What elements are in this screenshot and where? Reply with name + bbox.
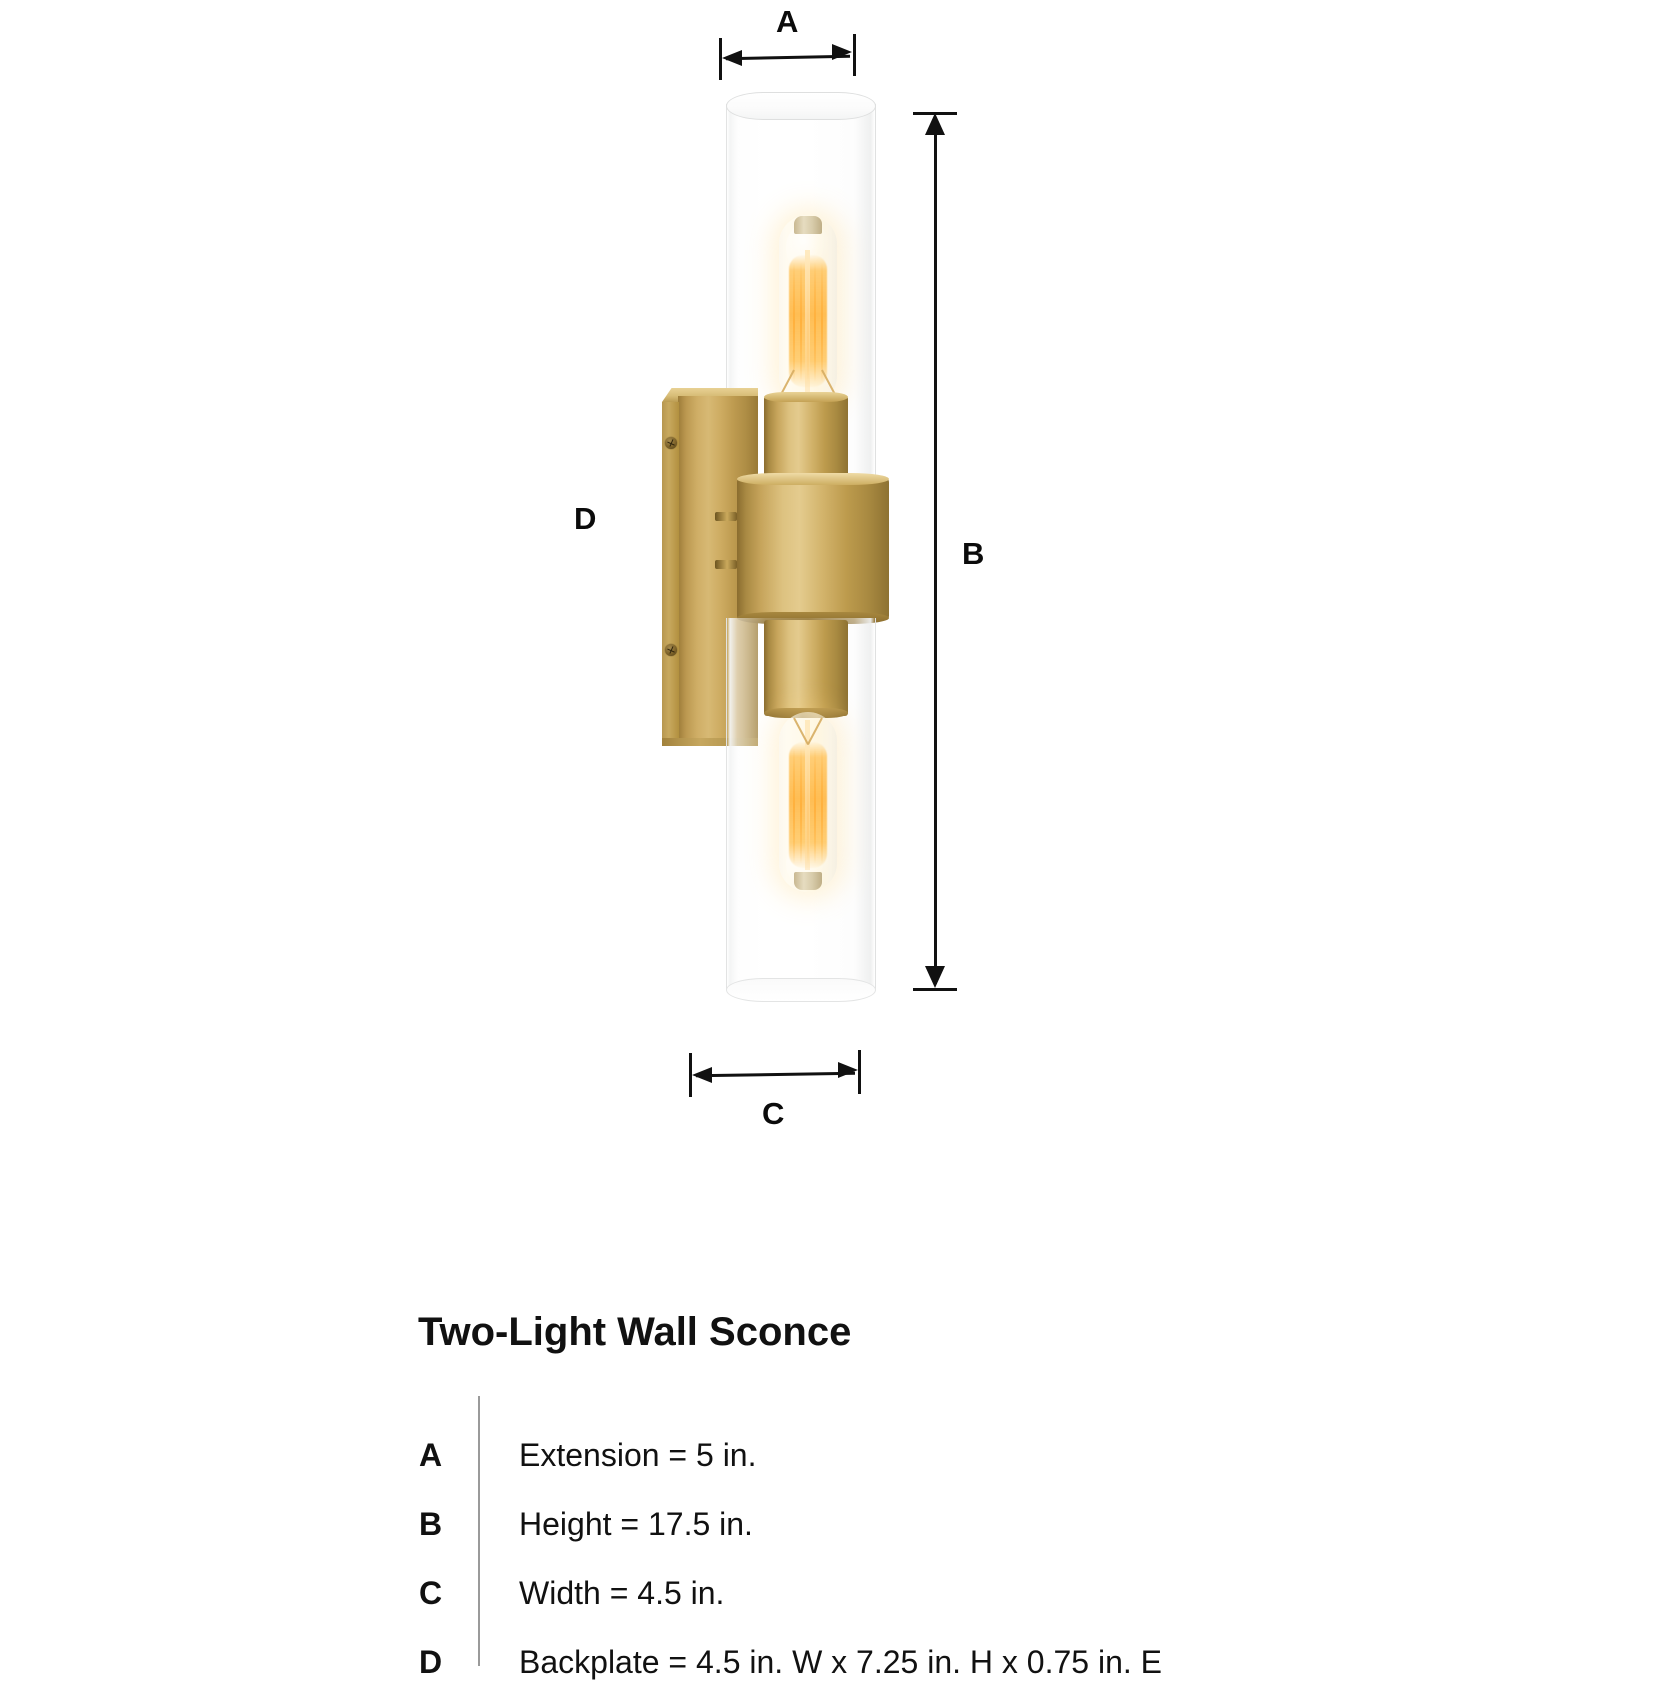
glass-bottom-rim bbox=[726, 978, 876, 1002]
dimension-b-label: B bbox=[962, 536, 985, 571]
dimension-c-arrowhead-left bbox=[692, 1067, 712, 1083]
dimension-c-arrowhead-right bbox=[838, 1062, 858, 1078]
dimension-a-arrowhead-right bbox=[832, 44, 852, 60]
spec-key-b: B bbox=[419, 1506, 443, 1542]
mounting-screw-bottom bbox=[665, 644, 677, 656]
glass-top-rim bbox=[726, 92, 876, 120]
dimension-c-tick-left bbox=[689, 1053, 692, 1097]
dimension-a-tick-right bbox=[853, 34, 856, 76]
backplate-stud-lower bbox=[715, 560, 737, 569]
brass-lower-socket bbox=[764, 620, 848, 716]
bulb-lower-tip bbox=[794, 872, 822, 890]
bulb-lower-stem bbox=[805, 720, 810, 870]
spec-value-a: Extension = 5 in. bbox=[519, 1437, 757, 1473]
spec-value-c: Width = 4.5 in. bbox=[519, 1575, 725, 1611]
center-band-top-edge bbox=[737, 473, 889, 485]
dimension-b-arrowhead-bottom bbox=[925, 966, 945, 988]
dimension-c-label: C bbox=[762, 1096, 785, 1131]
dimension-b-arrowhead-top bbox=[925, 113, 945, 135]
dimension-d-label: D bbox=[574, 501, 597, 536]
backplate-side-edge bbox=[662, 402, 679, 744]
dimension-a-tick-left bbox=[719, 38, 722, 80]
bulb-upper-tip bbox=[794, 216, 822, 234]
upper-socket-top-rim bbox=[764, 392, 848, 402]
dimension-a-label: A bbox=[776, 4, 799, 39]
backplate-bottom-lip bbox=[662, 738, 758, 746]
spec-value-b: Height = 17.5 in. bbox=[519, 1506, 753, 1542]
dimension-b-line bbox=[934, 118, 937, 984]
spec-table-divider bbox=[478, 1396, 480, 1666]
mounting-screw-top bbox=[665, 437, 677, 449]
dimension-a-arrowhead-left bbox=[722, 50, 742, 66]
brass-center-band bbox=[737, 478, 889, 620]
bulb-upper-stem bbox=[805, 250, 810, 398]
dimension-c-tick-right bbox=[858, 1050, 861, 1094]
spec-key-c: C bbox=[419, 1575, 443, 1611]
backplate-stud-upper bbox=[715, 512, 737, 521]
dimension-b-tick-bottom bbox=[913, 988, 957, 991]
brass-upper-socket bbox=[764, 396, 848, 480]
page-title: Two-Light Wall Sconce bbox=[418, 1310, 852, 1354]
spec-key-a: A bbox=[419, 1437, 443, 1473]
